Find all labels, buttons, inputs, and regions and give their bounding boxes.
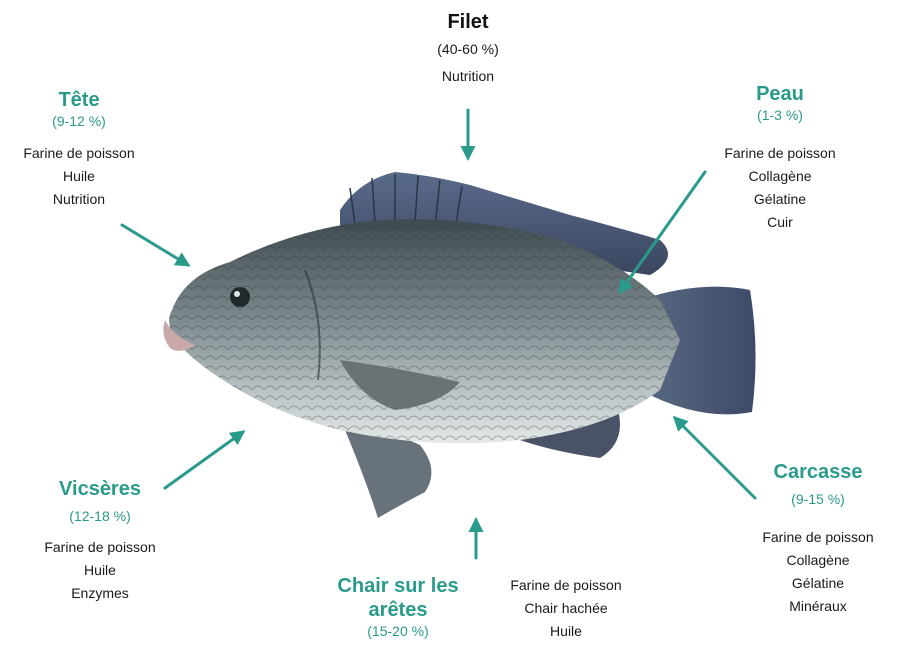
visceres-title: Vicsères bbox=[20, 477, 180, 501]
label-peau: Peau (1-3 %) Farine de poisson Collagène… bbox=[700, 82, 860, 234]
tete-use: Huile bbox=[0, 165, 158, 188]
fish-eye bbox=[230, 287, 250, 307]
peau-use: Collagène bbox=[700, 165, 860, 188]
filet-title: Filet bbox=[398, 10, 538, 34]
tete-use: Farine de poisson bbox=[0, 142, 158, 165]
chair-title-line2: arêtes bbox=[318, 598, 478, 622]
arrow-tete bbox=[122, 225, 188, 265]
peau-use: Cuir bbox=[700, 211, 860, 234]
carcasse-use: Farine de poisson bbox=[748, 526, 888, 549]
filet-use: Nutrition bbox=[398, 65, 538, 88]
chair-uses: Farine de poisson Chair hachée Huile bbox=[486, 574, 646, 643]
carcasse-use: Gélatine bbox=[748, 572, 888, 595]
tete-uses: Farine de poisson Huile Nutrition bbox=[0, 142, 158, 211]
arrow-carcasse bbox=[675, 418, 755, 498]
peau-uses: Farine de poisson Collagène Gélatine Cui… bbox=[700, 142, 860, 234]
peau-use: Gélatine bbox=[700, 188, 860, 211]
chair-title-line1: Chair sur les bbox=[318, 574, 478, 598]
peau-percent: (1-3 %) bbox=[700, 106, 860, 124]
tete-percent: (9-12 %) bbox=[0, 112, 158, 130]
visceres-use: Enzymes bbox=[20, 582, 180, 605]
arrow-peau bbox=[620, 172, 705, 292]
label-visceres: Vicsères (12-18 %) Farine de poisson Hui… bbox=[20, 477, 180, 605]
label-carcasse: Carcasse (9-15 %) bbox=[748, 460, 888, 508]
label-chair: Chair sur les arêtes (15-20 %) bbox=[318, 574, 478, 640]
chair-percent: (15-20 %) bbox=[318, 622, 478, 640]
carcasse-use: Collagène bbox=[748, 549, 888, 572]
filet-percent: (40-60 %) bbox=[398, 40, 538, 58]
carcasse-percent: (9-15 %) bbox=[748, 490, 888, 508]
tete-use: Nutrition bbox=[0, 188, 158, 211]
chair-use: Farine de poisson bbox=[486, 574, 646, 597]
filet-uses: Nutrition bbox=[398, 65, 538, 88]
chair-use: Huile bbox=[486, 620, 646, 643]
visceres-uses: Farine de poisson Huile Enzymes bbox=[20, 536, 180, 605]
visceres-percent: (12-18 %) bbox=[20, 507, 180, 525]
label-tete: Tête (9-12 %) Farine de poisson Huile Nu… bbox=[0, 88, 158, 211]
carcasse-title: Carcasse bbox=[748, 460, 888, 484]
peau-title: Peau bbox=[700, 82, 860, 106]
peau-use: Farine de poisson bbox=[700, 142, 860, 165]
pelvic-fin bbox=[345, 430, 431, 518]
visceres-use: Huile bbox=[20, 559, 180, 582]
label-filet: Filet (40-60 %) Nutrition bbox=[398, 10, 538, 88]
tete-title: Tête bbox=[0, 88, 158, 112]
chair-use: Chair hachée bbox=[486, 597, 646, 620]
carcasse-use: Minéraux bbox=[748, 595, 888, 618]
carcasse-uses: Farine de poisson Collagène Gélatine Min… bbox=[748, 526, 888, 618]
visceres-use: Farine de poisson bbox=[20, 536, 180, 559]
